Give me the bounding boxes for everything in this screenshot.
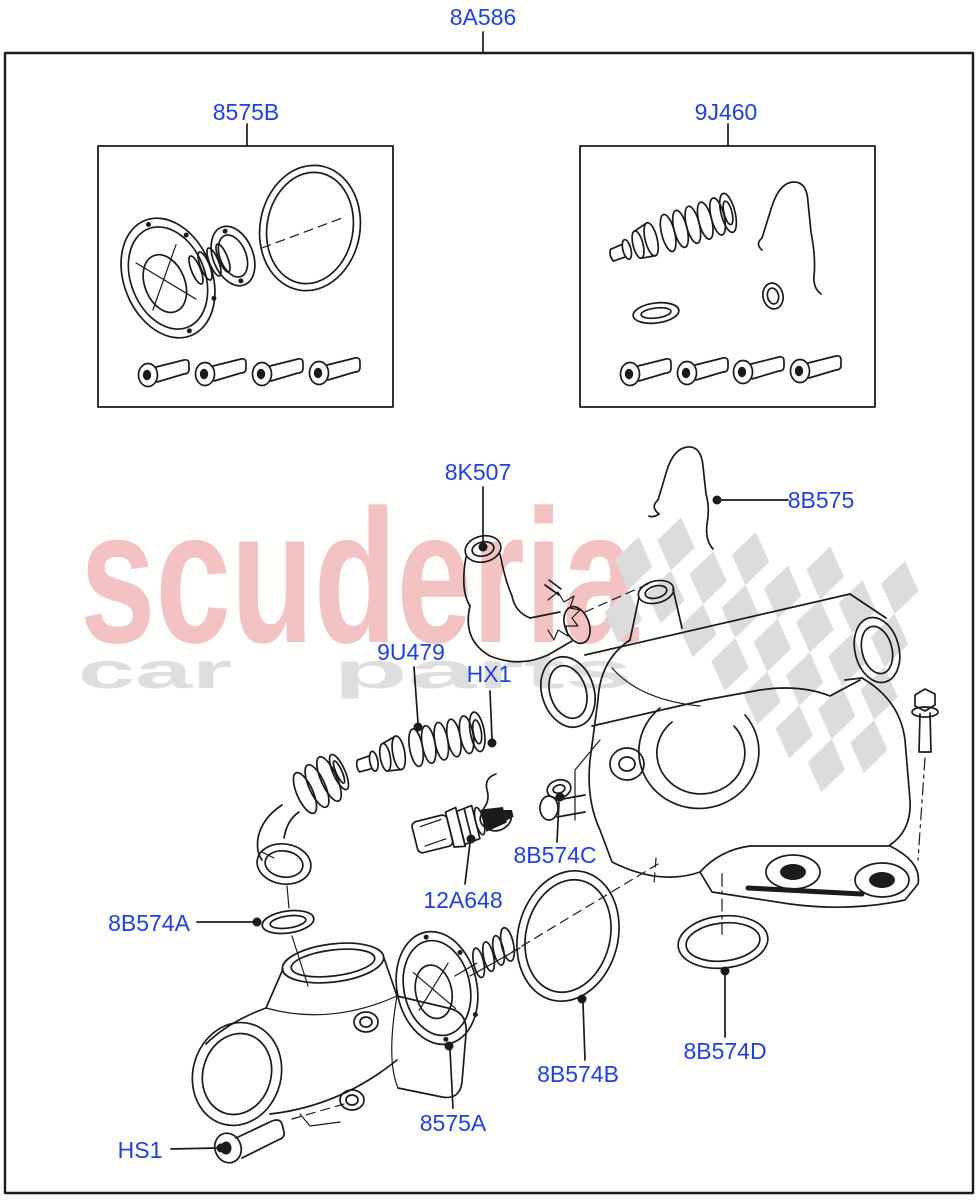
part-8B574A-art [261, 909, 315, 935]
leader-8B574A [196, 917, 262, 927]
elbow-connector-art [256, 753, 350, 987]
part-label-8B574A[interactable]: 8B574A [108, 910, 190, 936]
leader-HX1 [487, 690, 497, 748]
diagram-border [3, 51, 975, 1195]
part-label-HX1[interactable]: HX1 [466, 661, 512, 687]
leader-8B574C [555, 792, 565, 843]
leader-lines [170, 486, 789, 1153]
watermark-word-car: car [78, 643, 232, 699]
water-outlet-art [191, 942, 468, 1127]
part-label-8575B[interactable]: 8575B [212, 99, 280, 125]
part-label-12A648[interactable]: 12A648 [423, 887, 503, 913]
part-8B574B-art [469, 857, 659, 1003]
part-8575A-art [395, 926, 516, 1046]
leader-8K507 [478, 486, 488, 552]
part-label-8B574D[interactable]: 8B574D [683, 1038, 767, 1064]
part-HS1-art [213, 1103, 345, 1164]
kit-box-9J460 [579, 123, 876, 408]
part-8B575-art [648, 446, 714, 550]
part-label-9J460[interactable]: 9J460 [694, 99, 758, 125]
watermark: scuderia car parts [78, 471, 639, 699]
leader-8B575 [712, 495, 789, 505]
thermostat-housing-art [539, 579, 920, 909]
leader-8B574D [720, 966, 730, 1038]
part-label-8K507[interactable]: 8K507 [444, 459, 512, 485]
part-12A648-art [411, 804, 514, 854]
leader-8575A [444, 1041, 454, 1109]
part-label-9U479[interactable]: 9U479 [377, 639, 445, 665]
kit-9J460-art [601, 181, 842, 387]
part-label-8575A[interactable]: 8575A [419, 1110, 487, 1136]
leader-8B574B [577, 994, 587, 1061]
kit-8575B-art [120, 164, 362, 388]
part-9U479-art [350, 710, 490, 778]
housing-bolt-art [911, 688, 939, 861]
part-label-8B574C[interactable]: 8B574C [513, 842, 597, 868]
leader-HS1 [170, 1143, 226, 1153]
kit-box-8575B [97, 123, 394, 408]
leader-12A648 [464, 834, 476, 885]
part-label-8B575[interactable]: 8B575 [787, 487, 855, 513]
part-label-8A586[interactable]: 8A586 [449, 4, 517, 30]
part-8K507-art [462, 534, 649, 663]
part-label-8B574B[interactable]: 8B574B [537, 1061, 619, 1087]
leader-9U479 [413, 666, 423, 732]
watermark-brand-text: scuderia [80, 471, 639, 683]
part-label-HS1[interactable]: HS1 [117, 1137, 163, 1163]
